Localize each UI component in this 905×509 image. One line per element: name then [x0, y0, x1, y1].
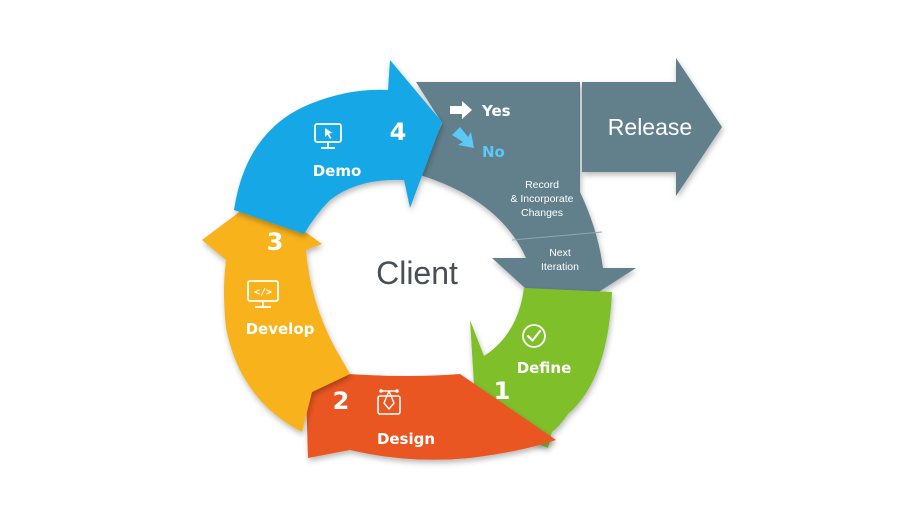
no-label: No — [482, 143, 505, 161]
stage-design-arrow — [306, 352, 556, 460]
stage-develop-number: 3 — [267, 228, 284, 256]
next-line-2: Iteration — [541, 261, 579, 273]
record-line-1: Record — [525, 179, 559, 191]
stage-demo-number: 4 — [390, 118, 407, 146]
stage-develop-arrow — [202, 198, 350, 432]
monitor-cursor-icon — [314, 123, 342, 149]
stage-design-label: Design — [377, 430, 435, 448]
design-icon — [377, 389, 401, 415]
stage-define-number: 1 — [494, 377, 511, 405]
check-circle-icon — [522, 324, 546, 348]
stage-design: Design 2 — [306, 352, 556, 460]
decision-no: No — [452, 127, 505, 161]
decision-yes: Yes — [450, 101, 511, 120]
stage-design-number: 2 — [333, 387, 350, 415]
record-line-2: & Incorporate — [510, 193, 573, 205]
center-label: Client — [376, 255, 458, 291]
release-arrow: Release — [582, 58, 722, 196]
stage-develop: </> Develop 3 — [202, 198, 350, 432]
stage-demo: Demo 4 — [234, 60, 442, 234]
code-monitor-icon: </> — [247, 280, 279, 308]
svg-text:</>: </> — [254, 287, 272, 298]
stage-demo-arrow — [234, 60, 442, 234]
arrow-down-right-icon — [452, 127, 474, 148]
arrow-right-icon — [450, 101, 472, 119]
stage-demo-label: Demo — [313, 162, 362, 180]
release-arrow-shape — [582, 58, 722, 196]
stage-develop-label: Develop — [246, 320, 315, 338]
stage-define-label: Define — [517, 359, 572, 377]
yes-label: Yes — [481, 102, 511, 120]
release-label: Release — [608, 114, 692, 140]
feedback-divider — [511, 231, 603, 241]
record-line-3: Changes — [521, 207, 563, 219]
next-line-1: Next — [549, 247, 571, 259]
